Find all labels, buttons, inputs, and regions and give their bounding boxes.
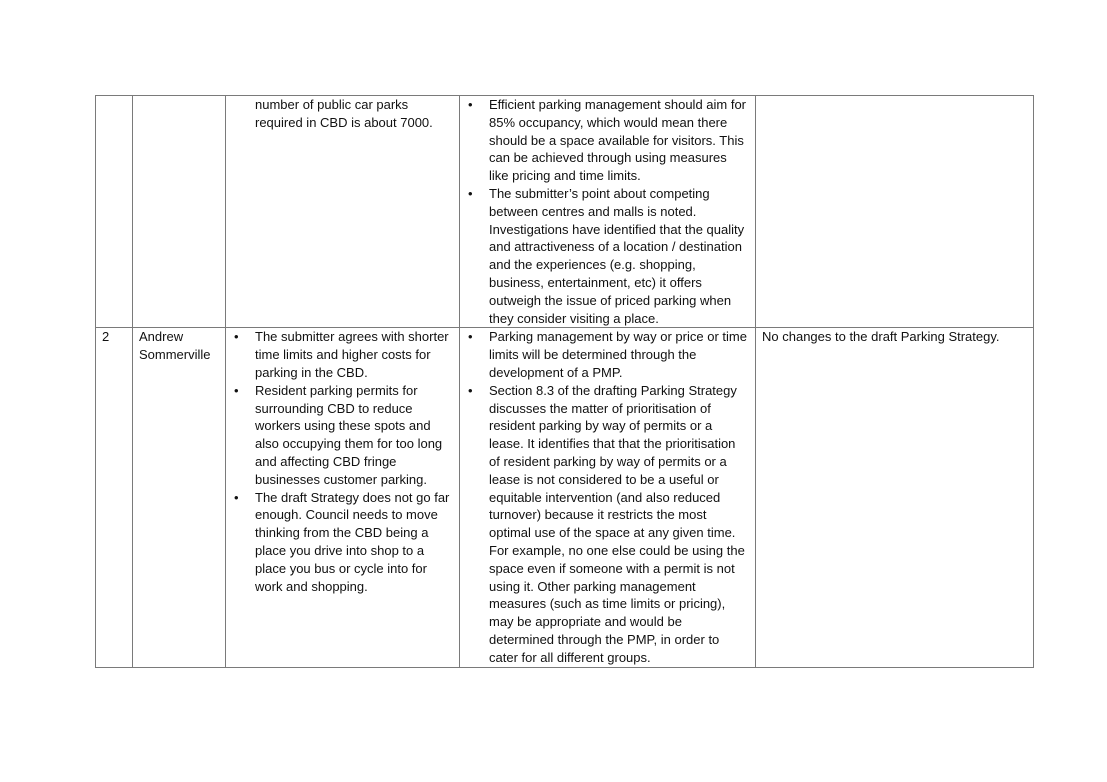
- submission-bullet: The draft Strategy does not go far enoug…: [232, 489, 453, 596]
- response-bullet: The submitter’s point about competing be…: [466, 185, 749, 327]
- response-list: Parking management by way or price or ti…: [466, 329, 749, 666]
- response-cell: Efficient parking management should aim …: [459, 94, 756, 329]
- action-cell: No changes to the draft Parking Strategy…: [755, 327, 1034, 668]
- submitter-number-cell: [95, 94, 133, 329]
- submitter-name-cell: Andrew Sommerville: [132, 327, 226, 668]
- table-row: 2 Andrew Sommerville The submitter agree…: [95, 327, 1034, 668]
- submission-bullet: Resident parking permits for surrounding…: [232, 382, 453, 489]
- submissions-table: number of public car parks required in C…: [95, 94, 1034, 668]
- submission-cell: number of public car parks required in C…: [225, 94, 460, 329]
- submission-text: number of public car parks required in C…: [255, 97, 433, 130]
- action-cell: [755, 94, 1034, 329]
- response-list: Efficient parking management should aim …: [466, 97, 749, 327]
- response-bullet: Efficient parking management should aim …: [466, 97, 749, 185]
- table-row: number of public car parks required in C…: [95, 94, 1034, 329]
- submitter-number-cell: 2: [95, 327, 133, 668]
- submission-bullet: The submitter agrees with shorter time l…: [232, 329, 453, 382]
- response-bullet: Parking management by way or price or ti…: [466, 329, 749, 382]
- response-cell: Parking management by way or price or ti…: [459, 327, 756, 668]
- submitter-name-cell: [132, 94, 226, 329]
- response-bullet: Section 8.3 of the drafting Parking Stra…: [466, 382, 749, 666]
- submission-cell: The submitter agrees with shorter time l…: [225, 327, 460, 668]
- submission-list: The submitter agrees with shorter time l…: [232, 329, 453, 596]
